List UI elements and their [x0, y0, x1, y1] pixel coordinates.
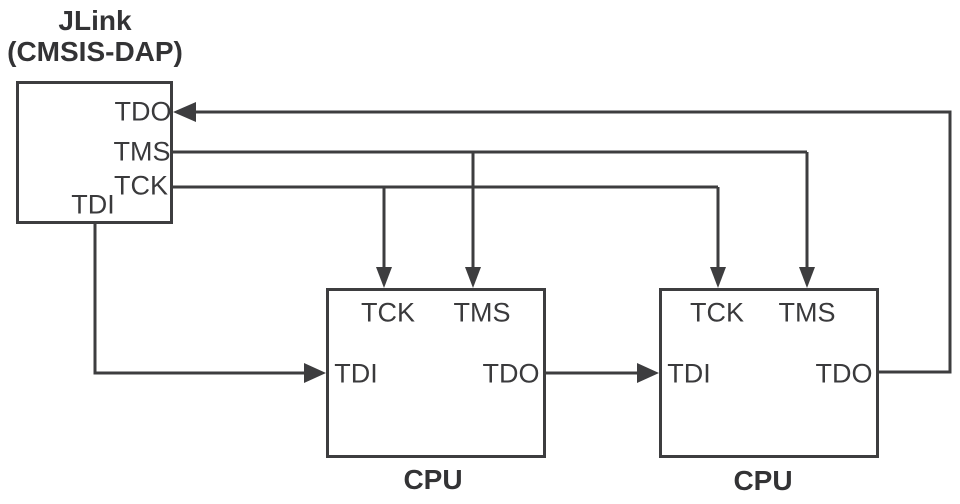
- cpu2-box: [659, 288, 879, 458]
- probe-port-tck: TCK: [114, 170, 168, 201]
- cpu2-port-tms: TMS: [778, 297, 836, 328]
- tdi-cpu2-arrowhead: [637, 363, 659, 383]
- tdi-cpu1-arrowhead: [304, 363, 326, 383]
- cpu2-caption: CPU: [733, 465, 793, 496]
- probe-title-line1: JLink: [58, 5, 132, 36]
- tck-cpu1-arrowhead: [376, 267, 392, 288]
- tck-cpu2-arrowhead: [710, 267, 726, 288]
- cpu2-port-tdi: TDI: [667, 358, 711, 389]
- cpu2-port-tdo: TDO: [815, 358, 873, 389]
- probe-title-line2: (CMSIS-DAP): [7, 36, 183, 67]
- cpu1-caption: CPU: [403, 464, 463, 495]
- probe-box: [16, 81, 173, 224]
- cpu1-port-tms: TMS: [453, 297, 511, 328]
- probe-port-tdo: TDO: [114, 96, 172, 127]
- tdi-wire: [93, 224, 308, 375]
- cpu1-port-tdo: TDO: [482, 358, 540, 389]
- tms-cpu2-arrowhead: [799, 267, 815, 288]
- tms-cpu1-arrowhead: [465, 267, 481, 288]
- cpu1-port-tck: TCK: [361, 297, 415, 328]
- probe-port-tdi: TDI: [71, 189, 115, 220]
- cpu2-port-tck: TCK: [690, 297, 744, 328]
- tdo-into-probe-arrowhead: [173, 102, 196, 122]
- probe-port-tms: TMS: [113, 136, 171, 167]
- tdo-return-wire: [190, 110, 952, 374]
- cpu1-box: [326, 288, 546, 458]
- cpu1-port-tdi: TDI: [334, 358, 378, 389]
